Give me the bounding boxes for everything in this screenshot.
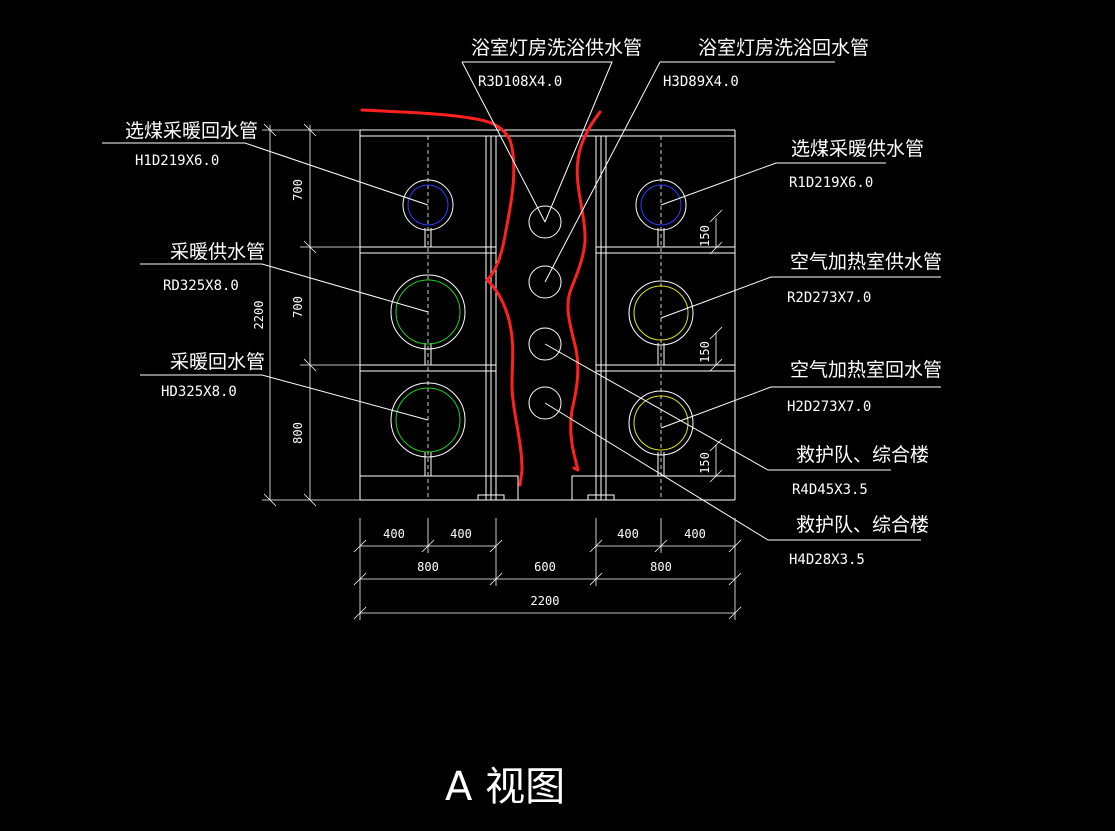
label-mid-b-name: 浴室灯房洗浴回水管: [698, 37, 869, 59]
label-mid-a-name: 浴室灯房洗浴供水管: [471, 37, 642, 59]
label-right-mid-name: 空气加热室供水管: [790, 251, 942, 273]
label-right-top-name: 选煤采暖供水管: [791, 138, 924, 160]
red-markup-right: [566, 110, 602, 472]
label-right-r4-name: 救护队、综合楼: [796, 444, 929, 466]
dim-b-400-2: 400: [450, 527, 472, 541]
dim-v-bot: 800: [291, 422, 305, 444]
label-left-bot-name: 采暖回水管: [170, 351, 265, 373]
pipe-supports: [424, 228, 665, 476]
label-right-mid-code: R2D273X7.0: [787, 290, 871, 306]
dim-b-400-3: 400: [617, 527, 639, 541]
dim-b-800-r: 800: [650, 560, 672, 574]
pipe-right-top: [635, 179, 687, 231]
leader-lines: [102, 61, 941, 541]
label-right-r4-code: R4D45X3.5: [792, 482, 868, 498]
label-left-mid-name: 采暖供水管: [170, 241, 265, 263]
pipe-right-bot: [628, 390, 694, 456]
pipe-right-mid: [628, 280, 694, 346]
pipe-left-top: [402, 179, 454, 231]
label-right-bot-code: H2D273X7.0: [787, 399, 871, 415]
label-mid-a-code: R3D108X4.0: [478, 74, 562, 90]
dim-b-2200: 2200: [531, 594, 560, 608]
dim-b-600: 600: [534, 560, 556, 574]
label-left-top-name: 选煤采暖回水管: [125, 120, 258, 142]
label-mid-b-code: H3D89X4.0: [663, 74, 739, 90]
pipe-left-bot: [390, 382, 466, 458]
dim-r-150-b: 150: [698, 341, 712, 363]
dim-b-400-4: 400: [684, 527, 706, 541]
dim-r-150-a: 150: [698, 225, 712, 247]
pipe-middle-column: [528, 205, 562, 420]
pipe-left-mid: [390, 274, 466, 350]
trench-frame: [359, 129, 736, 501]
red-markup-left: [360, 108, 524, 487]
label-right-h4-name: 救护队、综合楼: [796, 514, 929, 536]
dim-v-total: 2200: [252, 301, 266, 330]
label-right-top-code: R1D219X6.0: [789, 175, 873, 191]
label-right-h4-code: H4D28X3.5: [789, 552, 865, 568]
dim-r-150-c: 150: [698, 452, 712, 474]
view-title: A 视图: [445, 764, 565, 810]
label-left-top-code: H1D219X6.0: [135, 153, 219, 169]
dimension-lines: [262, 123, 742, 620]
dim-b-800-l: 800: [417, 560, 439, 574]
dim-v-top: 700: [291, 179, 305, 201]
label-right-bot-name: 空气加热室回水管: [790, 359, 942, 381]
red-markup-lines: [360, 108, 602, 487]
dim-v-mid: 700: [291, 296, 305, 318]
dim-b-400-1: 400: [383, 527, 405, 541]
label-left-bot-code: HD325X8.0: [161, 384, 237, 400]
label-left-mid-code: RD325X8.0: [163, 278, 239, 294]
